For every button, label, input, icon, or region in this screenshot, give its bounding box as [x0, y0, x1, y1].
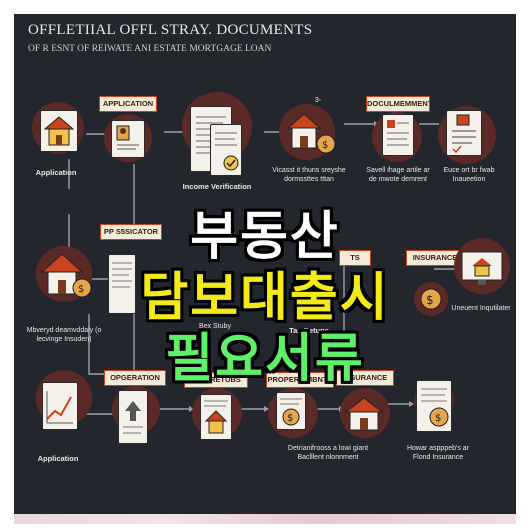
svg-text:$: $	[322, 140, 328, 151]
chart-document-card	[42, 382, 78, 430]
overlay-title-line1: 부동산	[190, 207, 340, 267]
document-icon	[112, 262, 132, 288]
monitor-icon	[461, 251, 503, 285]
id-card-icon	[116, 125, 139, 150]
house-icon	[43, 116, 75, 146]
stacked-docs-card	[108, 254, 136, 314]
upload-document-card	[118, 390, 148, 444]
overlay-title-line3: 필요서류	[165, 329, 365, 389]
caption-left-mid: Mbveryd deamvddaly (o lecvinge Insuden)	[26, 327, 102, 343]
caption-bank: Bex Stuby	[199, 323, 231, 330]
house-icon	[204, 400, 228, 434]
id-document-card	[111, 120, 145, 158]
chart-icon	[46, 391, 73, 424]
verification-document-card	[210, 124, 242, 176]
svg-text:$: $	[435, 413, 441, 424]
bottom-strip	[14, 514, 516, 524]
caption-row1-middle: Vicasst it thuns sreyshe dormssttes ttta…	[272, 167, 346, 183]
caption-application-bottom: Application	[37, 454, 79, 463]
money-bag-icon: $	[280, 398, 302, 426]
infographic-frame: OFFLETIIAL OFFL STRAY. DOCUMENTS OF R ES…	[14, 14, 516, 514]
signature-icon	[387, 120, 409, 146]
caption-tax-returns: Tax Retuns	[289, 326, 329, 335]
caption-row3-middle: Detrianifrooss a lowi giant Baclllent nl…	[287, 445, 369, 461]
label-partial: TS	[339, 250, 371, 266]
upload-icon	[123, 401, 143, 434]
document-form-card	[382, 114, 414, 156]
label-pp: PP S5SICATOR	[100, 224, 162, 240]
tax-return-card	[200, 394, 232, 440]
label-application: APPLICATION	[99, 96, 157, 112]
infographic-title: OFFLETIIAL OFFL STRAY. DOCUMENTS	[28, 22, 313, 38]
number-badge: 3-	[314, 97, 322, 104]
house-icon: $	[40, 253, 92, 298]
infographic-subtitle: OF R ESNT OF REIWATE ANI ESTATE MORTGAGE…	[28, 44, 272, 54]
checklist-card	[446, 110, 482, 156]
label-ror: ROR RETUBS	[184, 372, 248, 388]
label-property: PROPERY MBNTS	[266, 372, 334, 388]
overlay-title-line2: 담보대출시	[140, 268, 390, 328]
caption-right-bottom: Howar aspppeb's ar Flond Insurance	[406, 445, 470, 461]
svg-text:$: $	[78, 284, 84, 295]
checklist-icon	[452, 114, 476, 154]
property-document-card: $	[276, 392, 306, 430]
svg-text:$: $	[287, 413, 293, 424]
caption-income-verification: Income Verification	[182, 182, 252, 191]
label-document: DOCULMEMMENY	[366, 96, 430, 112]
money-bag-icon: $	[421, 388, 449, 427]
label-opgeration: OPGERATION	[104, 370, 166, 386]
house-money-icon: $	[286, 113, 336, 154]
caption-right-mid: Uneuent Inqutilater	[451, 305, 511, 312]
check-icon	[215, 132, 239, 171]
label-insurance-bottom: INSURANCE	[336, 370, 394, 386]
house-icon	[344, 397, 384, 431]
money-bag-icon: $	[420, 288, 442, 310]
caption-application-top: Application	[35, 168, 77, 177]
flood-insurance-card: $	[416, 380, 452, 432]
caption-right-top: Euce ort br fwab Inaueetion	[443, 167, 495, 183]
caption-document: Savell ihage artile ar de mwote demrent	[366, 167, 430, 183]
svg-text:$: $	[426, 293, 434, 307]
house-document-card	[40, 110, 78, 152]
